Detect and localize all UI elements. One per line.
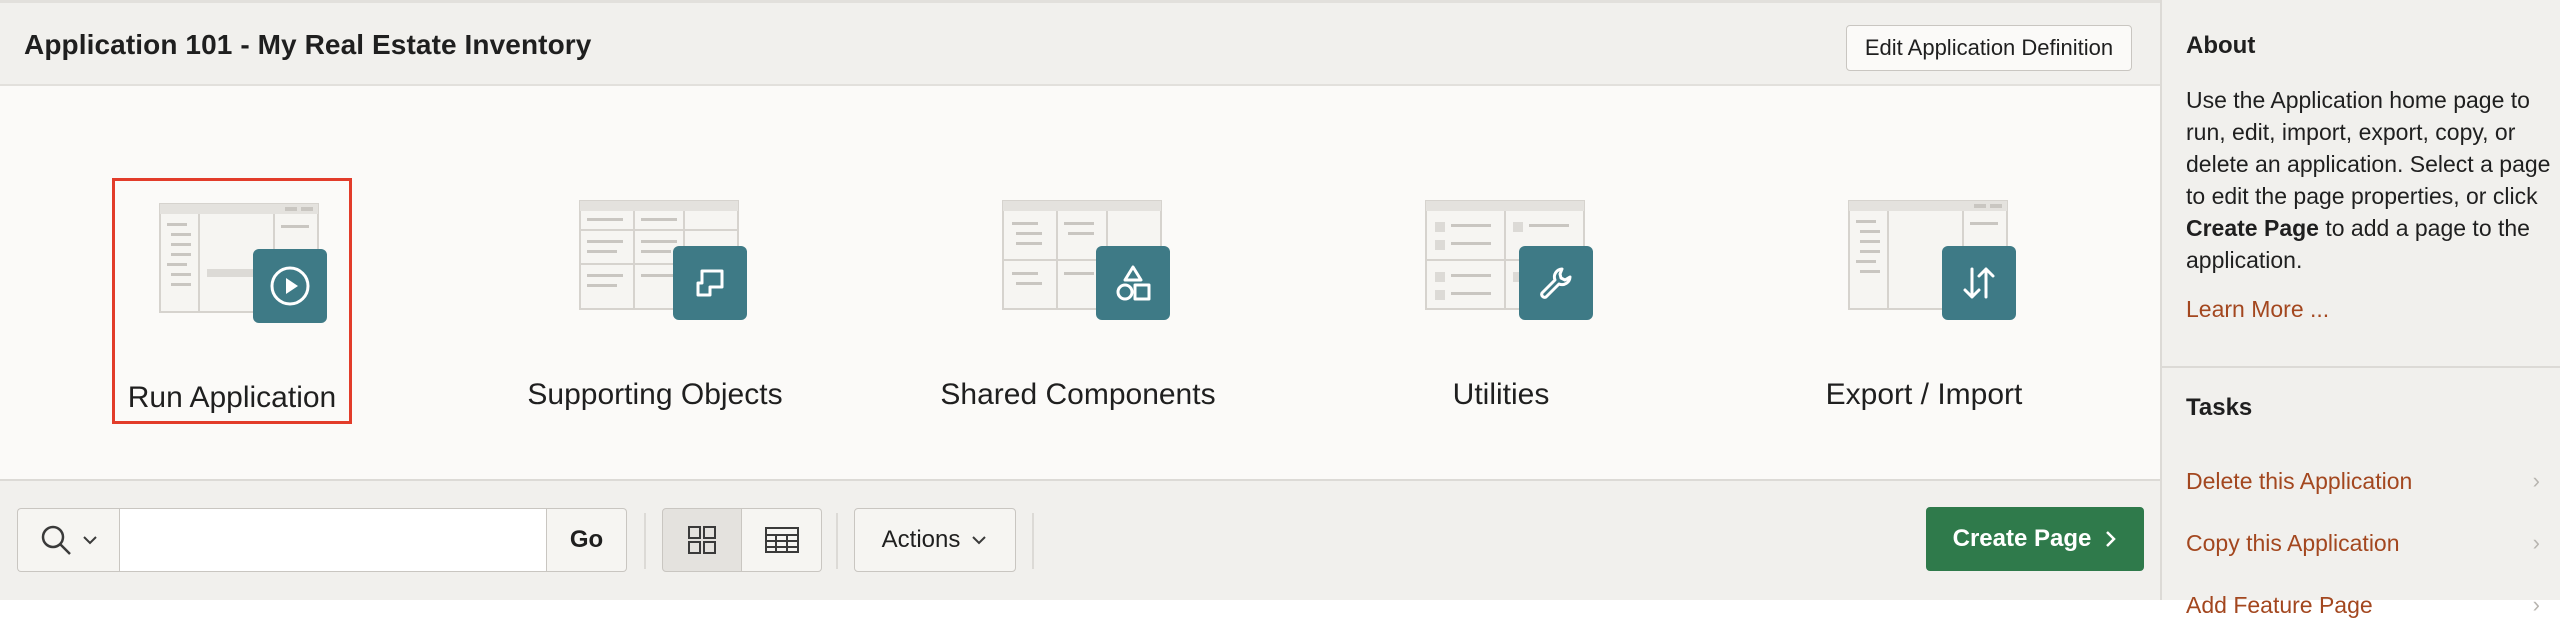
sidebar-divider xyxy=(2162,366,2560,368)
shared-components-tile[interactable]: Shared Components xyxy=(940,178,1216,424)
arrows-up-down-icon xyxy=(1963,267,1995,299)
page-title: Application 101 - My Real Estate Invento… xyxy=(24,29,592,60)
about-text-bold: Create Page xyxy=(2186,215,2319,241)
search-column-button[interactable] xyxy=(17,508,119,572)
about-text-part: Use the Application home page to run, ed… xyxy=(2186,87,2551,209)
about-text: Use the Application home page to run, ed… xyxy=(2186,84,2556,276)
tile-label: Shared Components xyxy=(940,378,1216,411)
chevron-right-icon: › xyxy=(2532,468,2540,493)
right-sidebar: About Use the Application home page to r… xyxy=(2160,0,2560,618)
go-button[interactable]: Go xyxy=(547,508,627,572)
chevron-right-icon: › xyxy=(2532,592,2540,617)
task-label: Copy this Application xyxy=(2186,529,2400,556)
play-icon xyxy=(270,266,310,306)
task-label: Delete this Application xyxy=(2186,467,2413,494)
chevron-down-icon xyxy=(82,536,97,545)
toolbar-divider xyxy=(644,513,646,569)
table-icon xyxy=(764,527,799,553)
chevron-right-icon xyxy=(2106,531,2117,547)
edit-application-definition-button[interactable]: Edit Application Definition xyxy=(1846,25,2132,71)
toolbar-divider xyxy=(1032,513,1034,569)
grid-view-button[interactable] xyxy=(662,508,742,572)
export-import-tile[interactable]: Export / Import xyxy=(1804,178,2044,424)
task-label: Add Feature Page xyxy=(2186,591,2373,618)
report-toolbar: Go Actions Create Page xyxy=(0,479,2160,600)
about-heading: About xyxy=(2186,32,2256,59)
application-actions-region: Run Application xyxy=(0,86,2160,479)
tile-label: Utilities xyxy=(1452,378,1550,411)
tile-label: Export / Import xyxy=(1825,378,2023,411)
create-page-label: Create Page xyxy=(1952,525,2092,552)
utilities-badge xyxy=(1519,246,1593,320)
wrench-icon xyxy=(1540,267,1572,299)
tile-label: Supporting Objects xyxy=(527,378,783,411)
supporting-objects-badge xyxy=(673,246,747,320)
chevron-right-icon: › xyxy=(2532,530,2540,555)
shapes-icon xyxy=(1116,265,1151,301)
task-add-feature-page[interactable]: Add Feature Page › xyxy=(2186,585,2540,625)
create-page-button[interactable]: Create Page xyxy=(1926,507,2144,571)
task-copy-application[interactable]: Copy this Application › xyxy=(2186,523,2540,563)
tile-label: Run Application xyxy=(127,381,337,414)
learn-more-link[interactable]: Learn More ... xyxy=(2186,296,2330,322)
page-header: Application 101 - My Real Estate Invento… xyxy=(0,0,2160,86)
main-panel: Application 101 - My Real Estate Invento… xyxy=(0,0,2160,600)
grid-icon xyxy=(688,526,716,554)
actions-menu-button[interactable]: Actions xyxy=(854,508,1016,572)
search-input[interactable] xyxy=(119,508,547,572)
search-icon xyxy=(41,525,71,555)
scroll-icon xyxy=(696,269,724,297)
page-thumbnail-icon xyxy=(579,200,739,310)
tasks-heading: Tasks xyxy=(2186,394,2253,421)
export-import-badge xyxy=(1942,246,2016,320)
report-view-button[interactable] xyxy=(742,508,822,572)
shared-components-badge xyxy=(1096,246,1170,320)
task-delete-application[interactable]: Delete this Application › xyxy=(2186,461,2540,501)
toolbar-divider xyxy=(836,513,838,569)
utilities-tile[interactable]: Utilities xyxy=(1381,178,1621,424)
supporting-objects-tile[interactable]: Supporting Objects xyxy=(527,178,783,424)
about-text-part: to add a page to the application. xyxy=(2186,215,2530,273)
run-application-tile[interactable]: Run Application xyxy=(112,178,352,424)
actions-label: Actions xyxy=(881,526,961,553)
chevron-down-icon xyxy=(972,536,987,545)
run-application-badge xyxy=(253,249,327,323)
